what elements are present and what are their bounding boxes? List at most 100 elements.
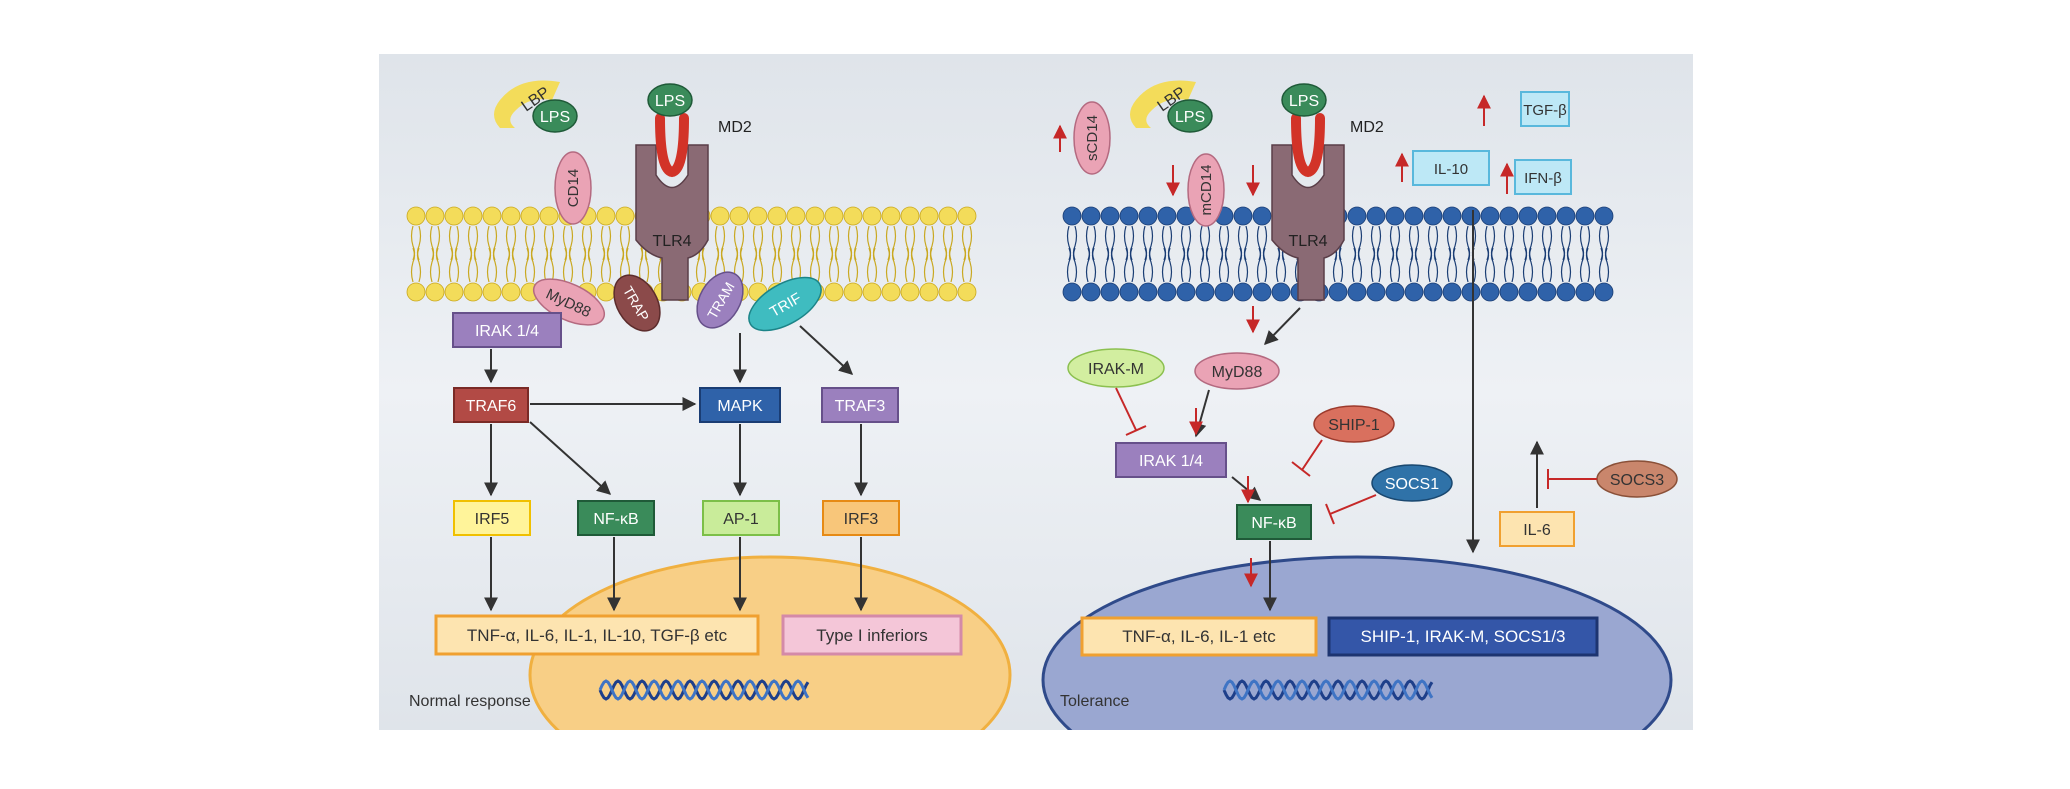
- bottom-mask-right: [1039, 730, 1699, 784]
- membrane-right-lipid-tail: [1560, 247, 1572, 283]
- caption-left: Normal response: [409, 693, 531, 710]
- arrow-trif-traf3: [799, 325, 854, 375]
- membrane-left-lipid-head: [520, 206, 540, 226]
- membrane-left-lipid-head: [824, 282, 844, 302]
- mcd14-right: [1187, 153, 1225, 227]
- lps-top-label-right: LPS: [1289, 93, 1319, 110]
- membrane-right-lipid-head: [1499, 282, 1519, 302]
- nfkb-box-left: [577, 500, 655, 536]
- scd14-label-right: sCD14: [1084, 115, 1101, 161]
- membrane-left-lipid-head: [710, 206, 730, 226]
- membrane-left-lipid-tail: [638, 247, 650, 283]
- nfkb-box-right: [1236, 504, 1312, 540]
- irakm-label-right: IRAK-M: [1088, 361, 1144, 378]
- membrane-right-lipid-tail: [1541, 247, 1553, 283]
- lbp-shape-left: [494, 80, 560, 128]
- traf6-label-left: TRAF6: [466, 398, 517, 415]
- lps-bound-right: [1167, 99, 1213, 133]
- membrane-left-lipid-head: [463, 282, 483, 302]
- membrane-left-lipid-tail: [505, 247, 517, 283]
- membrane-left-lipid-head: [444, 206, 464, 226]
- membrane-left-lipid-head: [824, 206, 844, 226]
- membrane-right-lipid-tail: [1199, 247, 1211, 283]
- inhibitors-label-right: SHIP-1, IRAK-M, SOCS1/3: [1361, 627, 1566, 646]
- membrane-right-lipid-head: [1195, 282, 1215, 302]
- membrane-left-lipid-head: [938, 206, 958, 226]
- membrane-left-lipid-head: [444, 282, 464, 302]
- tlr4-left: [635, 144, 709, 301]
- lps-top-label-left: LPS: [655, 93, 685, 110]
- membrane-right-lipid-head: [1575, 206, 1595, 226]
- membrane-left-lipid-head: [805, 206, 825, 226]
- arrow-tlr4-myd88: [1264, 307, 1301, 346]
- membrane-left-lipid-head: [881, 282, 901, 302]
- md2-label-left: MD2: [718, 119, 752, 136]
- membrane-right-lipid-head: [1518, 206, 1538, 226]
- membrane-left-lipid-head: [463, 206, 483, 226]
- membrane-right-lipid-tail: [1104, 247, 1116, 283]
- membrane-left-lipid-head: [596, 206, 616, 226]
- mcd14-label-right: mCD14: [1198, 165, 1215, 216]
- tgfb-box: [1520, 91, 1570, 127]
- membrane-right-lipid-head: [1594, 282, 1614, 302]
- membrane-left-lipid-tail: [467, 247, 479, 283]
- membrane-left-lipid-head: [919, 282, 939, 302]
- lps-top-left: [647, 83, 693, 117]
- membrane-right-lipid-head: [1157, 206, 1177, 226]
- lps-bound-label-right: LPS: [1175, 109, 1205, 126]
- cytokines-label-left: TNF-α, IL-6, IL-1, IL-10, TGF-β etc: [467, 626, 728, 645]
- irf5-label-left: IRF5: [475, 511, 510, 528]
- membrane-left-lipid-tail: [904, 247, 916, 283]
- membrane-left-lipid-head: [729, 206, 749, 226]
- lps-top-right: [1281, 83, 1327, 117]
- tgfb-label: TGF-β: [1523, 102, 1567, 119]
- membrane-left-lipid-tail: [581, 247, 593, 283]
- membrane-left-lipid-tail: [600, 247, 612, 283]
- membrane-right-lipid-tail: [1161, 247, 1173, 283]
- socs1-right: [1371, 464, 1453, 502]
- membrane-left-lipid-tail: [790, 247, 802, 283]
- membrane-right-lipid-tail: [1522, 247, 1534, 283]
- membrane-left-lipid-head: [862, 282, 882, 302]
- membrane-right-lipid-tail: [1066, 247, 1078, 283]
- membrane-left-lipid-head: [786, 206, 806, 226]
- membrane-right-lipid-head: [1480, 206, 1500, 226]
- membrane-right-lipid-tail: [1446, 247, 1458, 283]
- membrane-left-lipid-head: [767, 206, 787, 226]
- ifnb-label: IFN-β: [1524, 170, 1562, 187]
- membrane-right-lipid-tail: [1218, 247, 1230, 283]
- il10-box: [1412, 150, 1490, 186]
- membrane-right-lipid-tail: [1085, 247, 1097, 283]
- membrane-right-lipid-head: [1423, 206, 1443, 226]
- arrow-irak-nfkb: [1231, 476, 1262, 501]
- md2-left: [655, 113, 689, 178]
- socs3-label-right: SOCS3: [1610, 472, 1664, 489]
- lps-bound-label-left: LPS: [540, 109, 570, 126]
- trap-left: [613, 274, 661, 332]
- nfkb-label-left: NF-κB: [593, 511, 638, 528]
- traf6-box-left: [453, 387, 529, 423]
- mapk-label-left: MAPK: [717, 398, 763, 415]
- membrane-left-lipid-tail: [562, 247, 574, 283]
- membrane-right-lipid-tail: [1370, 247, 1382, 283]
- type1-box-left: [781, 614, 963, 656]
- membrane-right-lipid-tail: [1389, 247, 1401, 283]
- membrane-right-lipid-head: [1100, 282, 1120, 302]
- cd14-left: [554, 151, 592, 225]
- membrane-right-lipid-tail: [1598, 247, 1610, 283]
- cytokines-box-right: [1080, 616, 1318, 657]
- membrane-left-lipid-head: [843, 282, 863, 302]
- membrane-right-lipid-head: [1556, 282, 1576, 302]
- membrane-left-lipid-head: [862, 206, 882, 226]
- membrane-left-lipid-tail: [429, 247, 441, 283]
- membrane-right-lipid-head: [1271, 282, 1291, 302]
- membrane-right-lipid-head: [1119, 282, 1139, 302]
- irf3-label-left: IRF3: [844, 511, 879, 528]
- trif-left: [748, 276, 822, 332]
- membrane-left-lipid-tail: [885, 247, 897, 283]
- arrows-left: [484, 325, 868, 612]
- membrane-left-lipid-head: [843, 206, 863, 226]
- membrane-left-lipid-tail: [942, 247, 954, 283]
